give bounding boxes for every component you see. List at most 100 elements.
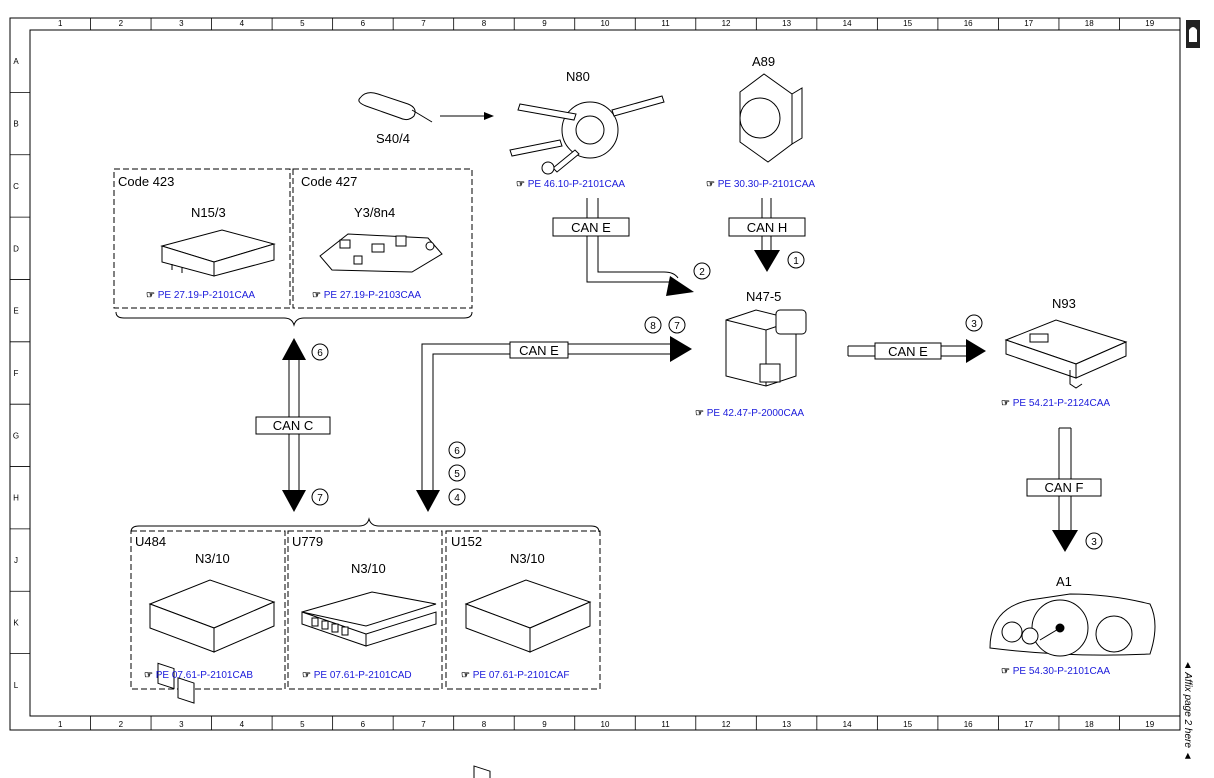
u152-n3-10-label: N3/10 — [510, 551, 545, 566]
marker-3-a1: 3 — [1085, 532, 1103, 550]
grid-col-label: 3 — [179, 19, 184, 28]
grid-row-label: F — [14, 369, 19, 378]
grid-col-label: 13 — [782, 720, 791, 729]
svg-text:☞ PE 30.30-P-2101CAA: ☞ PE 30.30-P-2101CAA — [706, 179, 815, 190]
grid-col-label: 1 — [58, 19, 63, 28]
grid-col-label: 16 — [964, 19, 973, 28]
u779-label: U779 — [292, 534, 323, 549]
grid-col-label: 1 — [58, 720, 63, 729]
n93-module-icon — [1004, 319, 1128, 389]
marker-1: 1 — [787, 251, 805, 269]
grid-row-label: L — [14, 681, 19, 690]
svg-text:2: 2 — [699, 267, 705, 278]
can-h-label: CAN H — [747, 220, 787, 235]
grid-col-label: 2 — [119, 19, 124, 28]
can-e-mid-bus — [421, 343, 670, 492]
corner-icon — [1186, 20, 1200, 48]
u152-ref[interactable]: ☞ PE 07.61-P-2101CAF — [461, 670, 569, 681]
svg-text:☞ PE 07.61-P-2101CAD: ☞ PE 07.61-P-2101CAD — [302, 670, 412, 681]
a1-label: A1 — [1056, 574, 1072, 589]
y3-8n4-ref[interactable]: ☞ PE 27.19-P-2103CAA — [312, 290, 421, 301]
a1-instrument-cluster-icon — [989, 593, 1156, 657]
grid-col-label: 7 — [421, 19, 426, 28]
n47-5-ref[interactable]: ☞ PE 42.47-P-2000CAA — [695, 408, 804, 419]
group-brace-top — [115, 311, 473, 327]
grid-col-label: 5 — [300, 19, 305, 28]
svg-text:6: 6 — [317, 348, 323, 359]
can-e-mid-down-arrowhead — [416, 490, 440, 512]
s40-4-switch-icon — [358, 92, 433, 123]
u152-ecu-icon — [464, 579, 592, 778]
grid-col-label: 14 — [843, 19, 852, 28]
can-e-top-bus — [586, 198, 679, 283]
a89-label: A89 — [752, 54, 775, 69]
u484-label: U484 — [135, 534, 166, 549]
n47-5-label: N47-5 — [746, 289, 781, 304]
a1-ref[interactable]: ☞ PE 54.30-P-2101CAA — [1001, 666, 1110, 677]
can-e-right-box — [874, 342, 942, 360]
can-e-mid-label: CAN E — [519, 343, 559, 358]
n15-3-ref[interactable]: ☞ PE 27.19-P-2101CAA — [146, 290, 255, 301]
y3-8n4-label: Y3/8n4 — [354, 205, 395, 220]
grid-row-label: K — [13, 618, 19, 627]
grid-col-label: 10 — [601, 720, 610, 729]
marker-4: 4 — [448, 488, 466, 506]
grid-col-label: 17 — [1024, 19, 1033, 28]
marker-2: 2 — [693, 262, 711, 280]
grid-row-label: H — [13, 494, 19, 503]
can-e-right-arrowhead — [966, 339, 986, 363]
grid-col-label: 6 — [361, 720, 366, 729]
can-h-box — [728, 217, 806, 237]
marker-3-n93: 3 — [965, 314, 983, 332]
grid-col-label: 15 — [903, 720, 912, 729]
a89-radar-sensor-icon — [739, 73, 803, 163]
svg-text:☞ PE 27.19-P-2103CAA: ☞ PE 27.19-P-2103CAA — [312, 290, 421, 301]
grid-col-label: 12 — [722, 19, 731, 28]
n47-5-esp-unit-icon — [725, 309, 807, 387]
can-e-right-label: CAN E — [888, 344, 928, 359]
grid-col-label: 4 — [240, 19, 245, 28]
n93-ref[interactable]: ☞ PE 54.21-P-2124CAA — [1001, 398, 1110, 409]
grid-ticks — [10, 18, 1120, 730]
grid-labels: 1122334455667788991010111112121313141415… — [13, 19, 1155, 729]
n15-3-label: N15/3 — [191, 205, 226, 220]
grid-row-label: G — [13, 431, 19, 440]
marker-8: 8 — [644, 316, 662, 334]
n80-ref[interactable]: ☞ PE 46.10-P-2101CAA — [516, 179, 625, 190]
n15-3-module-icon — [160, 229, 276, 277]
grid-col-label: 11 — [661, 19, 670, 28]
group-code-423-427 — [113, 168, 473, 309]
affix-note: ◄ Affix page 2 here ◄ — [1182, 660, 1193, 761]
u779-ref[interactable]: ☞ PE 07.61-P-2101CAD — [302, 670, 412, 681]
grid-col-label: 17 — [1024, 720, 1033, 729]
n80-steering-column-module-icon — [509, 95, 665, 175]
u779-n3-10-label: N3/10 — [351, 561, 386, 576]
grid-row-label: B — [13, 120, 18, 129]
frame — [9, 17, 1181, 731]
marker-6-can-e: 6 — [448, 441, 466, 459]
svg-text:6: 6 — [454, 446, 460, 457]
grid-col-label: 8 — [482, 19, 487, 28]
grid-row-label: J — [14, 556, 18, 565]
u484-ref[interactable]: ☞ PE 07.61-P-2101CAB — [144, 670, 253, 681]
can-e-top-box — [552, 217, 630, 237]
n93-label: N93 — [1052, 296, 1076, 311]
can-e-top-label: CAN E — [571, 220, 611, 235]
svg-text:5: 5 — [454, 469, 460, 480]
can-f-box — [1026, 478, 1102, 497]
grid-col-label: 19 — [1145, 19, 1154, 28]
can-e-mid-box — [509, 341, 569, 359]
grid-col-label: 7 — [421, 720, 426, 729]
grid-row-label: E — [13, 307, 18, 316]
svg-text:☞ PE 42.47-P-2000CAA: ☞ PE 42.47-P-2000CAA — [695, 408, 804, 419]
svg-text:☞ PE 07.61-P-2101CAF: ☞ PE 07.61-P-2101CAF — [461, 670, 569, 681]
grid-col-label: 10 — [601, 19, 610, 28]
can-c-up-arrowhead — [282, 338, 306, 360]
svg-text:8: 8 — [650, 321, 656, 332]
a89-ref[interactable]: ☞ PE 30.30-P-2101CAA — [706, 179, 815, 190]
group-n3-10 — [130, 530, 601, 690]
marker-5: 5 — [448, 464, 466, 482]
svg-text:4: 4 — [454, 493, 460, 504]
grid-col-label: 9 — [542, 720, 547, 729]
